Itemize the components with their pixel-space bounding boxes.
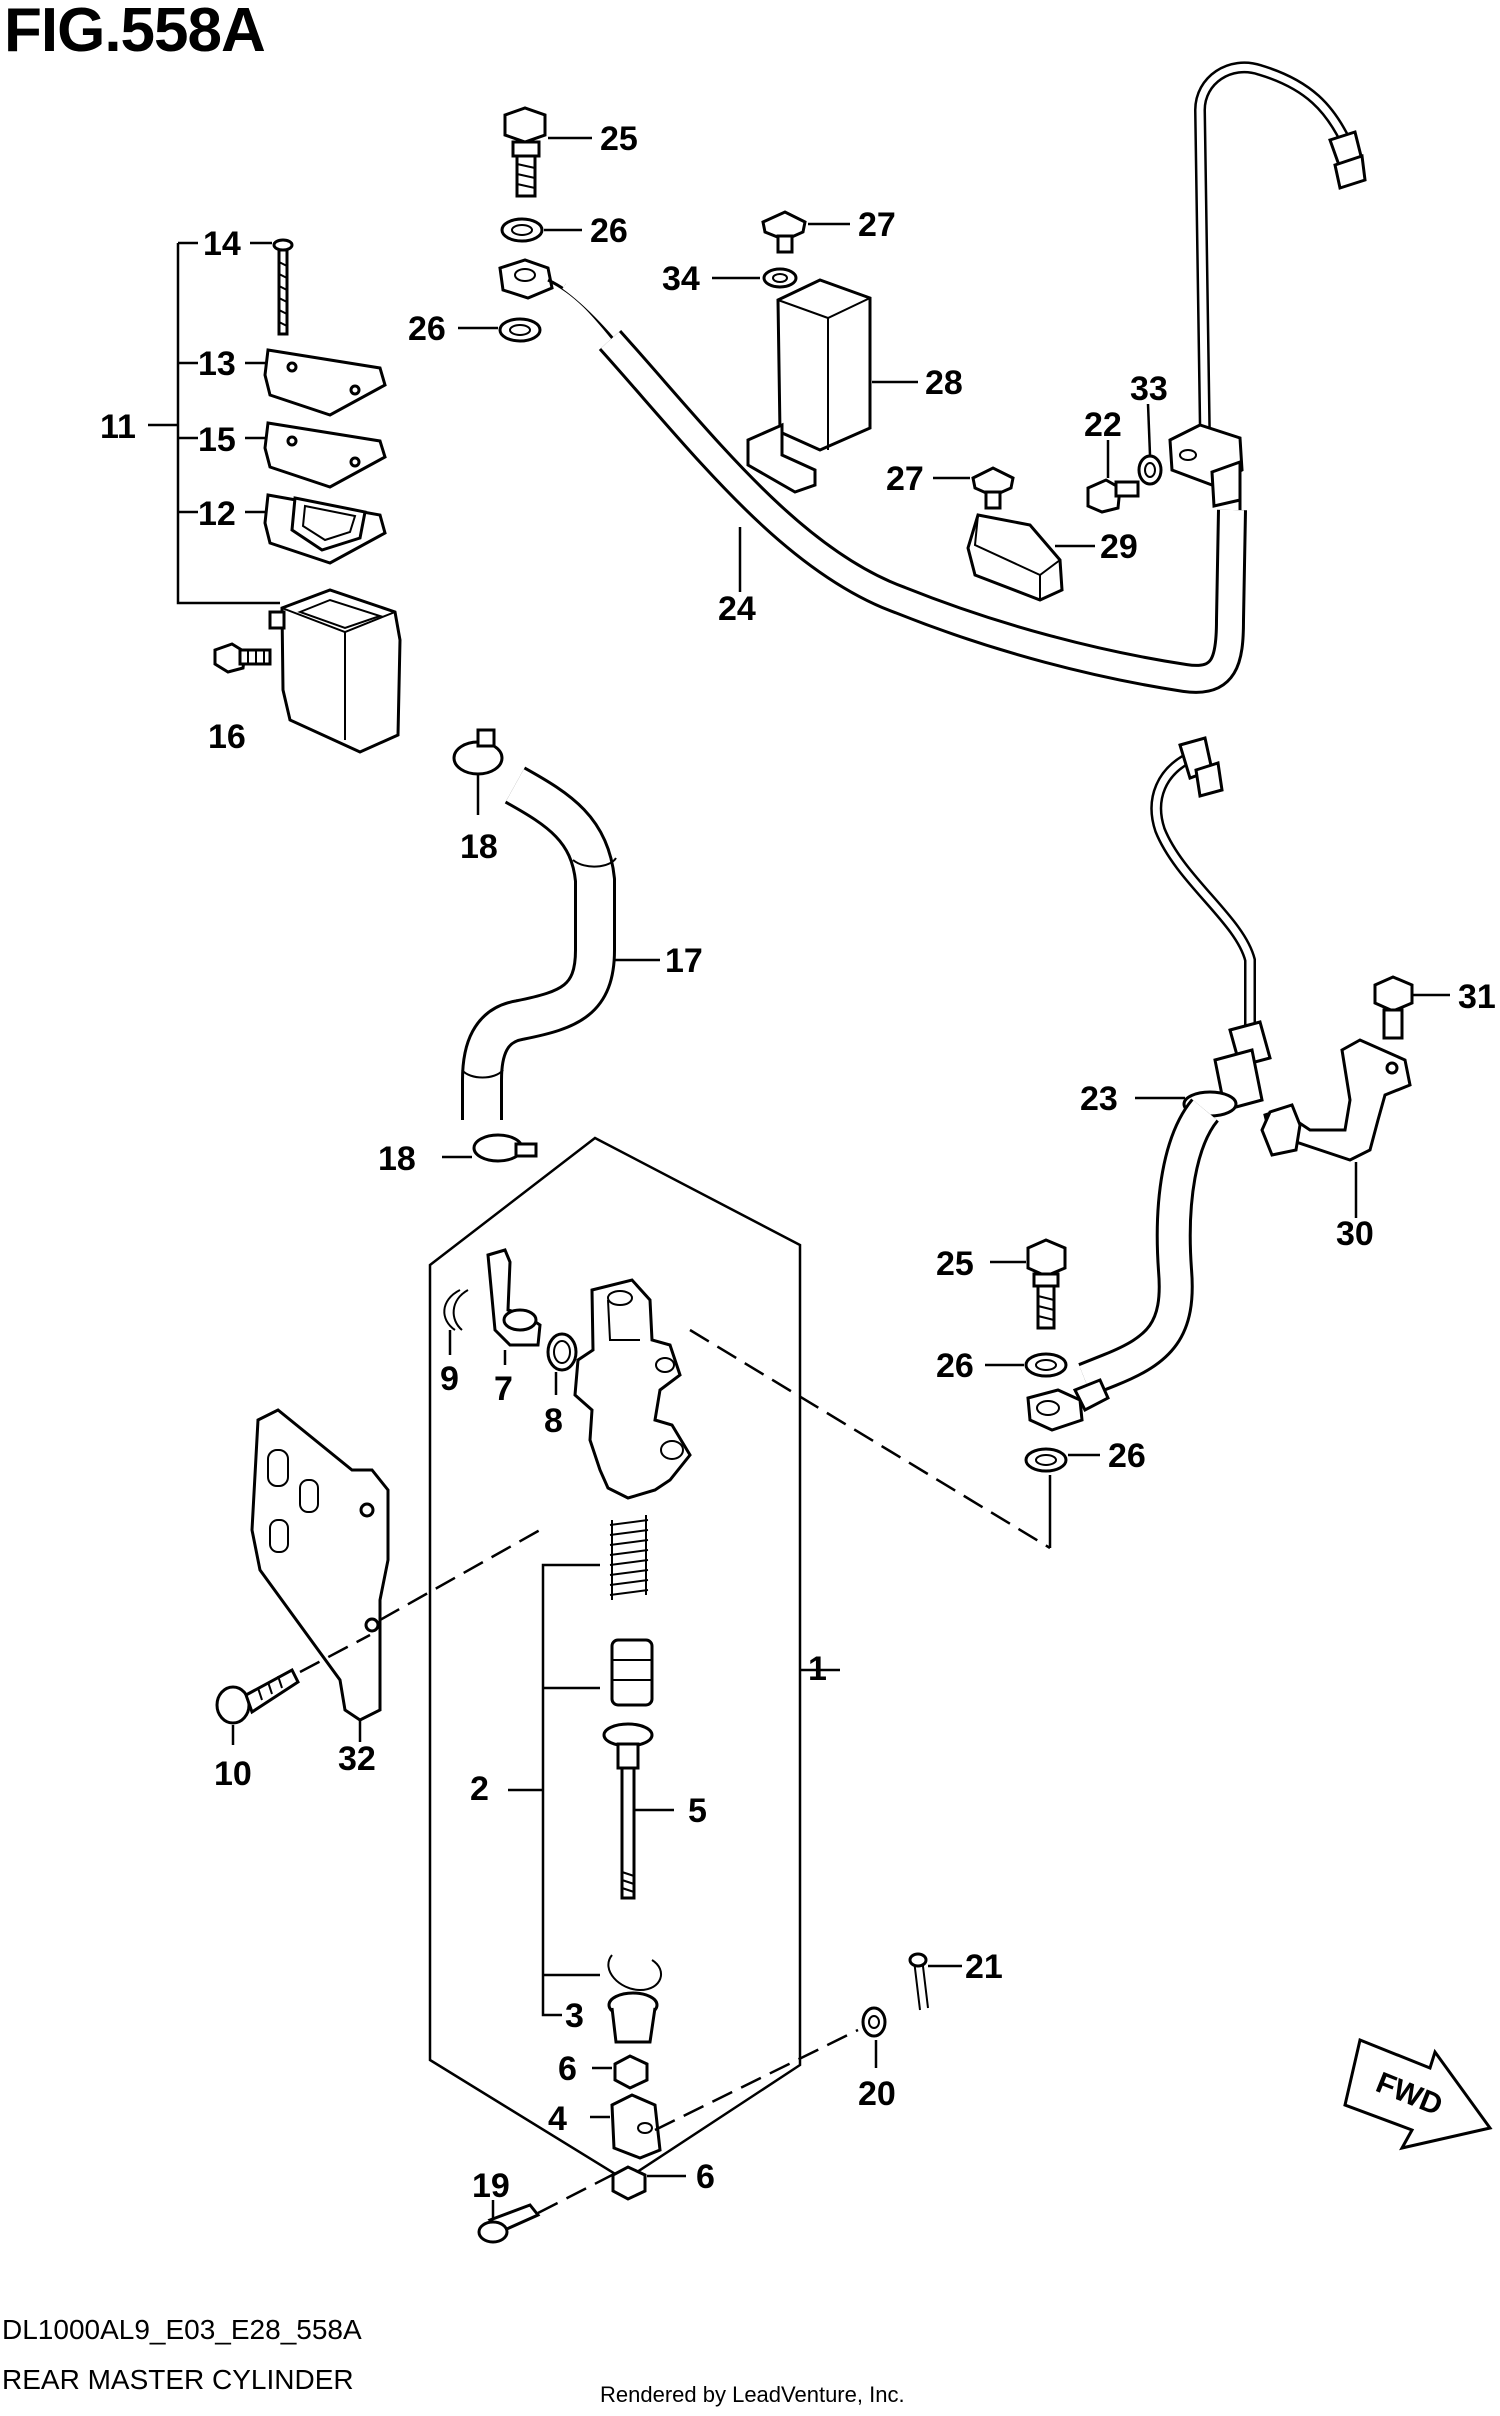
- clamp-18-upper: [452, 728, 504, 815]
- callout-9: 9: [440, 1360, 459, 1398]
- screw-27-lower: [933, 466, 1015, 510]
- banjo-bolt-25-lower: [990, 1238, 1067, 1330]
- callout-21: 21: [965, 1948, 1003, 1986]
- cylinder-body-1: [573, 1278, 692, 1500]
- callout-23: 23: [1080, 1080, 1118, 1118]
- o-ring-8: [546, 1332, 578, 1372]
- callout-19: 19: [472, 2167, 510, 2205]
- plate-15: [245, 421, 387, 489]
- cotter-pin-21: [908, 1952, 962, 2011]
- push-rod-5: [602, 1722, 674, 1900]
- callout-1: 1: [808, 1650, 827, 1688]
- callout-17: 17: [665, 942, 703, 980]
- callout-14: 14: [203, 225, 241, 263]
- callout-31: 31: [1458, 978, 1496, 1016]
- callout-33: 33: [1130, 370, 1168, 408]
- master-cylinder-group: [428, 1136, 1052, 2244]
- bolt-10: [215, 1633, 371, 1745]
- callout-27-lower: 27: [886, 460, 924, 498]
- diagram-subtitle: REAR MASTER CYLINDER: [2, 2364, 354, 2395]
- callout-2: 2: [470, 1770, 489, 1808]
- bracket-28: [746, 278, 918, 494]
- reservoir-body: [268, 588, 402, 754]
- callout-11: 11: [100, 408, 136, 446]
- spring: [609, 1515, 649, 1600]
- hose-fitting-7: [486, 1248, 542, 1365]
- callout-27-upper: 27: [858, 206, 896, 244]
- boot-3: [607, 1991, 659, 2044]
- washer-26-lower-b: [1024, 1447, 1068, 1473]
- callout-7: 7: [494, 1370, 513, 1408]
- nut-6-upper: [592, 2054, 649, 2090]
- callout-25-upper: 25: [600, 120, 638, 158]
- circlip-9: [443, 1289, 469, 1331]
- callout-13: 13: [198, 345, 236, 383]
- clamp-18-lower: [442, 1133, 538, 1163]
- guard-group: [215, 1408, 541, 1745]
- callout-28: 28: [925, 364, 963, 402]
- callout-3: 3: [565, 1997, 584, 2035]
- clevis-4: [590, 2093, 662, 2160]
- callout-labels: 1 2 3 4 5 6 6 7 8 9 10 11 12 13 14 15 16…: [100, 120, 1496, 2205]
- diagram-code: DL1000AL9_E03_E28_558A: [2, 2314, 362, 2345]
- banjo-bolt-25-upper: [503, 106, 592, 198]
- callout-22: 22: [1084, 406, 1122, 444]
- render-credit: Rendered by LeadVenture, Inc.: [600, 2382, 905, 2407]
- washer-26-lower-a: [1024, 1352, 1068, 1378]
- callout-34: 34: [662, 260, 700, 298]
- callout-16: 16: [208, 718, 246, 756]
- callout-20: 20: [858, 2075, 896, 2113]
- figure-title: FIG.558A: [4, 0, 266, 65]
- lower-hose-group: [985, 736, 1450, 1473]
- screw-27-upper: [761, 210, 850, 254]
- nut-6-lower: [611, 2165, 686, 2201]
- callout-26-upper-b: 26: [408, 310, 446, 348]
- bolt-22: [1086, 440, 1140, 514]
- callout-4: 4: [548, 2100, 567, 2138]
- callout-29: 29: [1100, 528, 1138, 566]
- callout-5: 5: [688, 1792, 707, 1830]
- callout-8: 8: [544, 1402, 563, 1440]
- callout-18-lower: 18: [378, 1140, 416, 1178]
- washer-33: [1137, 454, 1163, 486]
- washer-26-upper-a: [500, 217, 544, 243]
- screw-14: [250, 238, 294, 336]
- callout-6-lower: 6: [696, 2158, 715, 2196]
- upper-hose-group: [458, 61, 1367, 694]
- reservoir-group: [148, 238, 402, 754]
- callout-12: 12: [198, 495, 236, 533]
- callout-18-upper: 18: [460, 828, 498, 866]
- reservoir-cap-13: [245, 348, 387, 417]
- washer-20: [861, 2006, 887, 2038]
- washer-34: [762, 267, 798, 289]
- callout-26-lower-b: 26: [1108, 1437, 1146, 1475]
- clamp-30: [1260, 1038, 1412, 1218]
- callout-26-lower-a: 26: [936, 1347, 974, 1385]
- callout-10: 10: [214, 1755, 252, 1793]
- pin-19: [477, 2170, 619, 2244]
- callout-30: 30: [1336, 1215, 1374, 1253]
- holder-29: [966, 513, 1095, 602]
- callout-6-upper: 6: [558, 2050, 577, 2088]
- washer-26-upper-b: [498, 317, 542, 343]
- callout-24: 24: [718, 590, 756, 628]
- callout-26-upper-a: 26: [590, 212, 628, 250]
- callout-32: 32: [338, 1740, 376, 1778]
- bolt-16: [213, 642, 272, 674]
- bolt-31: [1373, 975, 1450, 1040]
- diaphragm-12: [245, 493, 387, 565]
- piston-cup: [610, 1638, 654, 1707]
- reservoir-hose-group: [442, 728, 660, 1163]
- callout-25-lower: 25: [936, 1245, 974, 1283]
- callout-15: 15: [198, 421, 236, 459]
- fwd-direction-arrow: FWD: [1343, 2037, 1493, 2151]
